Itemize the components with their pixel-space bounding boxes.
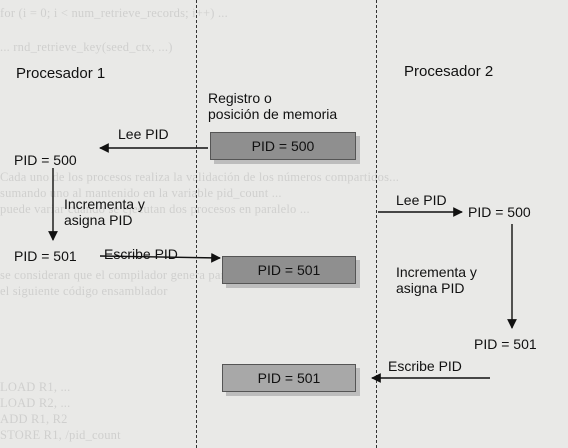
background-text: ADD R1, R2	[0, 412, 68, 426]
p2-value-after: PID = 501	[474, 336, 537, 352]
background-text: LOAD R1, ...	[0, 380, 71, 394]
p2-write-label: Escribe PID	[388, 358, 462, 374]
background-text: Cada uno de los procesos realiza la vali…	[0, 170, 400, 184]
p1-write-label: Escribe PID	[104, 246, 178, 262]
p1-value-after: PID = 501	[14, 248, 77, 264]
p1-increment-label-line2: asigna PID	[64, 212, 133, 228]
background-text: for (i = 0; i < num_retrieve_records; i+…	[0, 6, 228, 20]
separator-left	[196, 0, 197, 448]
background-text: STORE R1, /pid_count	[0, 428, 121, 442]
p2-increment-label-line2: asigna PID	[396, 280, 465, 296]
processor-2-title: Procesador 2	[404, 63, 494, 80]
background-text: se consideran que el compilador genera p…	[0, 268, 231, 282]
background-text: puede variar cuando se ejecutan dos proc…	[0, 202, 310, 216]
p2-read-label: Lee PID	[396, 192, 447, 208]
p1-increment-label-line1: Incrementa y	[64, 196, 145, 212]
separator-right	[376, 0, 377, 448]
memory-box-after-p2: PID = 501	[222, 364, 356, 392]
p1-value-before: PID = 500	[14, 152, 77, 168]
memory-box-after-p1: PID = 501	[222, 256, 356, 284]
p1-read-label: Lee PID	[118, 126, 169, 142]
memory-box-initial: PID = 500	[210, 132, 356, 160]
memory-caption-line1: Registro o	[208, 90, 272, 106]
background-text: sumando uno al mantenido en la variable …	[0, 186, 282, 200]
p2-value-before: PID = 500	[468, 204, 531, 220]
processor-1-title: Procesador 1	[16, 65, 106, 82]
memory-caption-line2: posición de memoria	[208, 106, 338, 122]
p1-write-arrow	[99, 252, 221, 263]
background-text: ... rnd_retrieve_key(seed_ctx, ...)	[0, 40, 173, 54]
p2-increment-label-line1: Incrementa y	[396, 264, 477, 280]
background-text: el siguiente código ensamblador	[0, 284, 168, 298]
background-text: LOAD R2, ...	[0, 396, 71, 410]
